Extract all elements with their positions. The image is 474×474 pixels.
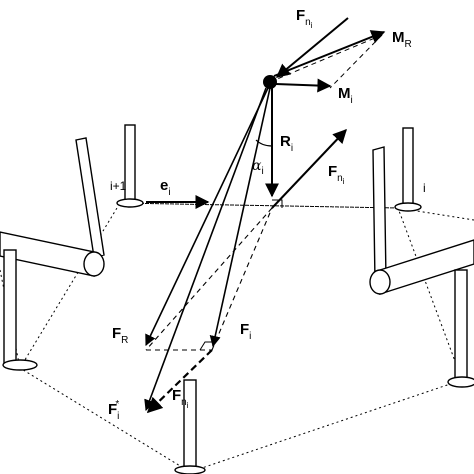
label-fi: Fi	[240, 321, 251, 342]
right-angle-marker-2	[199, 341, 213, 351]
label-mr: MR	[392, 29, 412, 50]
projection-line-5	[329, 34, 383, 89]
label-fn-right: Fni	[328, 163, 345, 186]
leg-i	[394, 127, 422, 212]
arrow-mr	[273, 30, 386, 77]
arrow-fn-top	[275, 17, 349, 78]
label-fn-bottom: Fni	[172, 387, 189, 410]
arrow-fi	[209, 87, 271, 348]
label-leg-i: i	[423, 181, 426, 195]
projection-line-3	[211, 207, 273, 351]
label-fn-top: Fni	[296, 7, 313, 30]
label-fi-star: Fi*	[108, 399, 119, 422]
edge-line	[119, 202, 399, 209]
arrow-fr	[145, 87, 269, 347]
alpha-arc	[255, 139, 273, 147]
center-of-mass	[263, 75, 277, 89]
projection-line-4	[269, 34, 383, 83]
label-mi: Mi	[338, 85, 353, 106]
label-fr: FR	[112, 325, 128, 346]
leg-right	[369, 146, 474, 388]
leg-bottom	[174, 379, 206, 474]
projection-line-1	[145, 207, 273, 351]
leg-i-plus-1	[116, 124, 144, 208]
arrow-fn-bottom	[146, 349, 213, 414]
arrow-fn-right	[271, 128, 347, 209]
arrow-mi	[275, 78, 332, 93]
label-ei: ei	[160, 177, 171, 198]
support-polygon	[19, 202, 463, 473]
arrow-fi-star	[144, 87, 267, 412]
right-angle-marker-1	[272, 199, 283, 208]
label-ri: Ri	[280, 133, 293, 154]
label-alpha: αi	[252, 158, 264, 177]
leg-left	[0, 137, 105, 371]
label-leg-i-plus-1: i+1	[110, 179, 127, 193]
